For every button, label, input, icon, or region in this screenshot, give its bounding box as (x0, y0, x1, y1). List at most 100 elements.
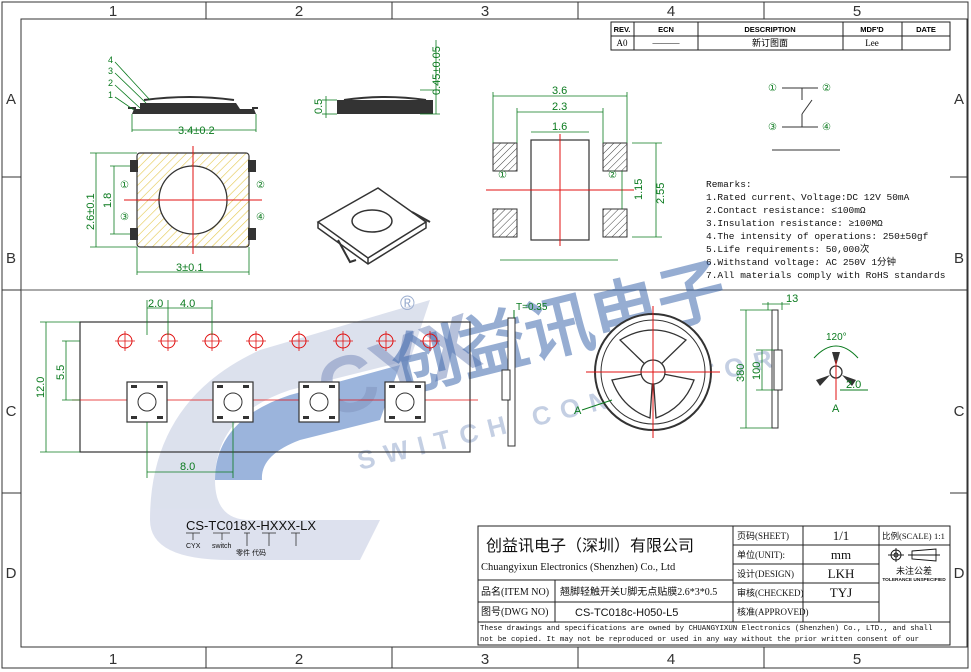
row-label: B (954, 250, 964, 267)
col-label: 4 (667, 651, 675, 668)
checked-value: TYJ (830, 585, 852, 600)
description-value: 新订图面 (752, 37, 788, 48)
sch-pin-3: ③ (768, 122, 777, 133)
checked-label: 审核(CHECKED) (737, 587, 804, 598)
tape-section: T=0.35 (501, 302, 548, 447)
callout-4: 4 (108, 55, 113, 65)
remark-item: 4.The intensity of operations: 250±50gf (706, 231, 929, 242)
scale-value: 1:1 (934, 531, 945, 541)
pin-1: ① (120, 180, 129, 191)
row-label: B (6, 250, 16, 267)
dim-pad-36: 3.6 (552, 85, 567, 97)
revision-table: REV. ECN DESCRIPTION MDF'D DATE A0 ——— 新… (610, 21, 951, 51)
dim-reel-100: 100 (751, 362, 763, 380)
unit-value: mm (831, 547, 851, 562)
date-header: DATE (916, 25, 936, 34)
dim-tape-120: 12.0 (35, 377, 47, 398)
row-label: D (954, 565, 965, 582)
pad-pin-2: ② (608, 170, 617, 181)
remark-item: 6.Withstand voltage: AC 250V 1分钟 (706, 256, 896, 268)
pad-layout: 3.6 2.3 1.6 1.15 2.55 ① ② (486, 85, 667, 261)
col-label: 1 (109, 3, 117, 20)
dim-pad-115: 1.15 (633, 179, 645, 200)
dim-top-18: 1.8 (102, 193, 114, 208)
dim-top-width: 3±0.1 (176, 262, 203, 274)
mdfd-value: Lee (865, 38, 879, 48)
dwg-value: CS-TC018c-H050-L5 (575, 607, 678, 619)
dim-reel-20: 2.0 (846, 379, 861, 391)
sheet-label: 页码(SHEET) (737, 531, 789, 541)
dim-tape-55: 5.5 (55, 365, 67, 380)
row-label: A (954, 91, 964, 108)
dim-tape-20: 2.0 (148, 298, 163, 310)
ecn-header: ECN (658, 25, 674, 34)
description-header: DESCRIPTION (744, 25, 795, 34)
dim-pad-16: 1.6 (552, 121, 567, 133)
dim-pad-23: 2.3 (552, 101, 567, 113)
dim-tape-t: T=0.35 (516, 302, 548, 313)
callout-3: 3 (108, 66, 113, 76)
remark-item: 2.Contact resistance: ≤100mΩ (706, 205, 866, 216)
col-label: 5 (853, 3, 861, 20)
pin-4: ④ (256, 212, 265, 223)
dim-reel-13: 13 (786, 293, 798, 305)
pad-pin-1: ① (498, 170, 507, 181)
company-cn: 创益讯电子（深圳）有限公司 (486, 537, 694, 555)
design-label: 设计(DESIGN) (737, 568, 794, 579)
remark-item: 1.Rated current、Voltage:DC 12V 50mA (706, 192, 910, 203)
part-code-text: CS-TC018X-HXXX-LX (186, 518, 316, 533)
dim-thick-05: 0.5 (313, 99, 325, 114)
design-value: LKH (828, 566, 855, 581)
row-label: C (6, 403, 17, 420)
tol-cn: 未注公差 (896, 565, 932, 576)
sch-pin-4: ④ (822, 122, 831, 133)
dim-reel-120deg: 120° (826, 332, 847, 343)
company-en: Chuangyixun Electronics (Shenzhen) Co., … (481, 562, 676, 573)
item-label: 品名(ITEM NO) (481, 585, 549, 598)
row-label: C (954, 403, 965, 420)
remark-item: 5.Life requirements: 50,000次 (706, 243, 870, 255)
title-block: 创益讯电子（深圳）有限公司 Chuangyixun Electronics (S… (477, 525, 951, 646)
remark-item: 7.All materials comply with RoHS standar… (706, 270, 945, 281)
unit-label: 单位(UNIT): (737, 549, 785, 560)
dwg-label: 图号(DWG NO) (481, 606, 549, 618)
reel-label-a: A (574, 405, 582, 417)
dim-pad-255: 2.55 (655, 183, 667, 204)
frame-labels: 1 2 3 4 5 1 2 3 4 5 A B C D A B C D (6, 3, 965, 668)
projection-icon (888, 548, 940, 562)
part-code-label: 零件 代码 (236, 548, 266, 557)
scale-label: 比例(SCALE) (882, 531, 932, 541)
col-label: 2 (295, 651, 303, 668)
part-code-label: CYX (186, 543, 201, 550)
iso-view (316, 187, 431, 265)
footer-note: These drawings and specifications are ow… (480, 625, 933, 644)
pin-2: ② (256, 180, 265, 191)
sch-pin-1: ① (768, 83, 777, 94)
row-label: D (6, 565, 17, 582)
col-label: 1 (109, 651, 117, 668)
col-label: 2 (295, 3, 303, 20)
sch-pin-2: ② (822, 83, 831, 94)
dim-tape-80: 8.0 (180, 461, 195, 473)
rev-header: REV. (614, 25, 631, 34)
part-code: CS-TC018X-HXXX-LX CYX switch 零件 代码 (186, 518, 316, 557)
ecn-value: ——— (652, 38, 681, 48)
col-label: 4 (667, 3, 675, 20)
remarks-title: Remarks: (706, 179, 752, 190)
watermark-reg: ® (400, 293, 415, 315)
row-label: A (6, 91, 16, 108)
dim-tape-40: 4.0 (180, 298, 195, 310)
part-code-label: switch (212, 543, 232, 550)
top-view: 2.6±0.1 1.8 3±0.1 ① ③ ② ④ (85, 146, 265, 275)
carrier-tape: 2.0 4.0 12.0 5.5 8.0 (35, 298, 478, 478)
dim-top-height: 2.6±0.1 (85, 193, 97, 230)
pin-3: ③ (120, 212, 129, 223)
rev-value: A0 (617, 38, 628, 48)
remark-item: 3.Insulation resistance: ≥100MΩ (706, 218, 883, 229)
dim-side-width: 3.4±0.2 (178, 125, 215, 137)
detail-label-a: A (832, 403, 840, 415)
remarks: Remarks: 1.Rated current、Voltage:DC 12V … (706, 179, 945, 281)
item-value: 翘脚轻触开关U脚无点贴膜2.6*3*0.5 (560, 585, 717, 598)
